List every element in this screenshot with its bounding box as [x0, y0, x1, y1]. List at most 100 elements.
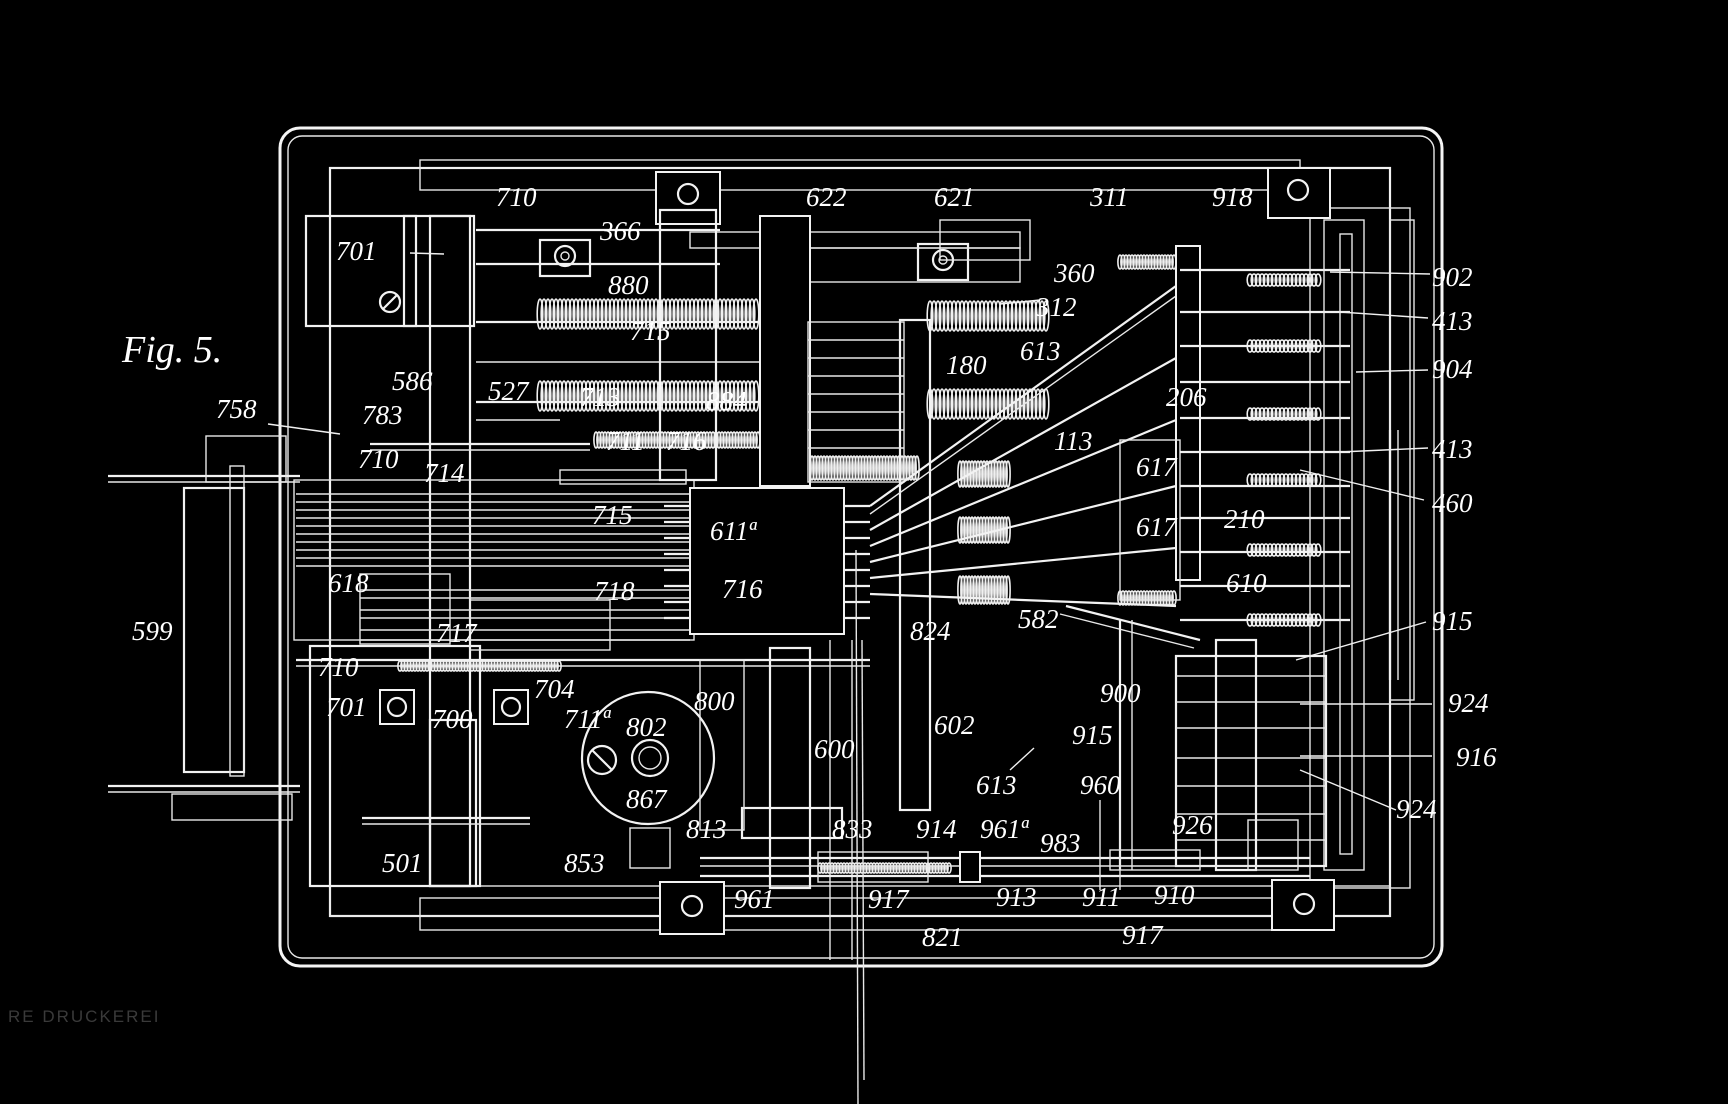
- ref-621: 621: [934, 182, 975, 212]
- coil-turn: [520, 660, 526, 672]
- ref-914: 914: [916, 814, 957, 844]
- ref-983: 983: [1040, 828, 1081, 858]
- coil-turn: [708, 298, 716, 330]
- coil-turn: [1120, 254, 1126, 270]
- coil-turn: [1258, 407, 1266, 421]
- coil-turn: [700, 380, 708, 412]
- ref-813: 813: [686, 814, 727, 844]
- coil-turn: [1246, 273, 1254, 287]
- coil-turn: [695, 431, 701, 449]
- coil-turn: [966, 300, 974, 332]
- coil-turn: [632, 431, 638, 449]
- coil-turn: [584, 298, 592, 330]
- ref-884: 884: [706, 386, 747, 416]
- coil-turn: [737, 431, 743, 449]
- coil-turn: [914, 455, 920, 481]
- coil-turn: [707, 431, 713, 449]
- coil-turn: [1147, 254, 1153, 270]
- ref-867: 867: [626, 784, 668, 814]
- coil-turn: [892, 862, 898, 874]
- coil-turn: [946, 388, 954, 420]
- coil-turn: [600, 298, 608, 330]
- coil-turn: [978, 575, 984, 605]
- coil-turn: [1250, 407, 1258, 421]
- coil-turn: [1246, 543, 1254, 557]
- coil-turn: [728, 380, 736, 412]
- reference-numerals: 701 710 366 880 622 621 311 918 360 312 …: [132, 182, 1497, 952]
- ref-610: 610: [1226, 568, 1267, 598]
- coil-turn: [644, 380, 652, 412]
- coil-turn: [696, 380, 704, 412]
- coil-turn: [580, 380, 588, 412]
- coil-turn: [884, 455, 890, 481]
- coil-turn: [620, 431, 626, 449]
- coil-turn: [641, 431, 647, 449]
- coil-turn: [860, 455, 866, 481]
- coil-turn: [611, 431, 617, 449]
- coil-turn: [688, 298, 696, 330]
- coil-turn: [1262, 407, 1270, 421]
- coil-turn: [451, 660, 457, 672]
- coil-turn: [536, 298, 544, 330]
- coil-turn: [696, 298, 704, 330]
- coil-turn: [954, 388, 962, 420]
- ref-713: 713: [580, 382, 621, 412]
- bottom-rails: [700, 549, 1310, 1104]
- coil-turn: [612, 298, 620, 330]
- coil-turn: [620, 380, 628, 412]
- coil-turn: [1314, 407, 1322, 421]
- ref-917-b: 917: [1122, 920, 1164, 950]
- coil-turn: [560, 298, 568, 330]
- coil-turn: [911, 455, 917, 481]
- coil-turn: [508, 660, 514, 672]
- coil-turn: [848, 455, 854, 481]
- coil-turn: [986, 300, 994, 332]
- coil-turn: [954, 300, 962, 332]
- coil-turn: [636, 380, 644, 412]
- coil-turn: [889, 862, 895, 874]
- coil-turn: [931, 862, 937, 874]
- coil-turn: [966, 575, 972, 605]
- coil-turn: [472, 660, 478, 672]
- coil-turn: [469, 660, 475, 672]
- coil-turn: [898, 862, 904, 874]
- coil-turn: [744, 298, 752, 330]
- coil-turn: [987, 575, 993, 605]
- coil-turn: [1302, 543, 1310, 557]
- coil-turn: [612, 380, 620, 412]
- coil-turn: [1005, 575, 1011, 605]
- coil-turn: [671, 431, 677, 449]
- coil-turn: [517, 660, 523, 672]
- coil-turn: [1014, 300, 1022, 332]
- coil-turn: [1302, 407, 1310, 421]
- coil-turn: [692, 380, 700, 412]
- coil-turn: [938, 388, 946, 420]
- coil-turn: [978, 300, 986, 332]
- coil-turn: [1126, 254, 1132, 270]
- coil-turn: [957, 460, 963, 488]
- coil-turn: [982, 388, 990, 420]
- coil-turn: [463, 660, 469, 672]
- coil-turn: [865, 862, 871, 874]
- ref-613-low: 613: [976, 770, 1017, 800]
- coil-turn: [1144, 254, 1150, 270]
- coil-turn: [972, 460, 978, 488]
- coil-turn: [962, 388, 970, 420]
- coil-turn: [448, 660, 454, 672]
- coil-turn: [616, 380, 624, 412]
- coil-turn: [746, 431, 752, 449]
- coil-turn: [1306, 543, 1314, 557]
- coil-turn: [984, 460, 990, 488]
- coil-turn: [994, 300, 1002, 332]
- coil-turn: [544, 660, 550, 672]
- coil-turn: [596, 431, 602, 449]
- ref-312: 312: [1035, 292, 1077, 322]
- ref-915-b: 915: [1072, 720, 1113, 750]
- coil-turn: [752, 431, 758, 449]
- ref-716-top: 716: [666, 426, 707, 456]
- ref-802: 802: [626, 712, 667, 742]
- coil-turn: [1123, 254, 1129, 270]
- coil-turn: [938, 300, 946, 332]
- coil-turn: [418, 660, 424, 672]
- coil-turn: [934, 862, 940, 874]
